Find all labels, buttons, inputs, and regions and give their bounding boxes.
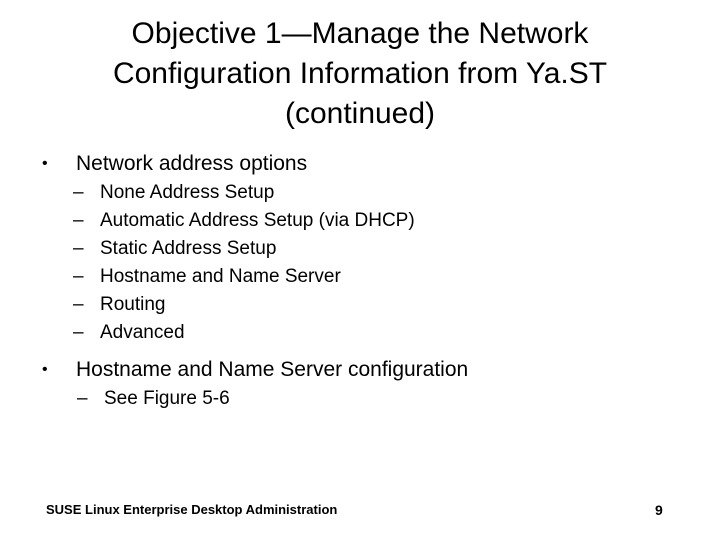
dash-icon: – — [73, 182, 84, 203]
dash-icon: – — [73, 266, 84, 287]
list-item: – Automatic Address Setup (via DHCP) — [36, 207, 684, 235]
bullet-group-1-heading: • Network address options — [36, 148, 684, 179]
bullet-group-2-heading-text: Hostname and Name Server configuration — [76, 358, 469, 381]
list-item-label: Automatic Address Setup (via DHCP) — [100, 210, 415, 231]
title-line-1: Objective 1—Manage the Network — [131, 17, 589, 50]
list-item: – Advanced — [36, 319, 684, 347]
dash-icon: – — [73, 322, 84, 343]
footer-title: SUSE Linux Enterprise Desktop Administra… — [46, 502, 338, 517]
dash-icon: – — [73, 294, 84, 315]
title-line-2: Configuration Information from Ya.ST — [112, 57, 608, 90]
bullet-icon: • — [42, 155, 48, 172]
dash-icon: – — [73, 210, 84, 231]
list-item: – See Figure 5-6 — [36, 385, 684, 413]
slide-footer: SUSE Linux Enterprise Desktop Administra… — [0, 500, 720, 524]
bullet-group-2-heading: • Hostname and Name Server configuration — [36, 354, 684, 385]
list-item: – Routing — [36, 291, 684, 319]
list-item-label: Advanced — [100, 322, 185, 343]
list-item: – Static Address Setup — [36, 235, 684, 263]
list-item-label: Routing — [100, 294, 166, 315]
group-spacer — [36, 347, 684, 354]
list-item-label: See Figure 5-6 — [104, 388, 230, 409]
slide-title: Objective 1—Manage the Network Configura… — [36, 14, 684, 134]
dash-icon: – — [77, 388, 88, 409]
list-item-label: Static Address Setup — [100, 238, 277, 259]
list-item-label: Hostname and Name Server — [100, 266, 341, 287]
dash-icon: – — [73, 238, 84, 259]
list-item-label: None Address Setup — [100, 182, 275, 203]
list-item: – None Address Setup — [36, 179, 684, 207]
slide-body: • Network address options – None Address… — [36, 148, 684, 413]
bullet-icon: • — [42, 361, 48, 378]
list-item: – Hostname and Name Server — [36, 263, 684, 291]
page-number: 9 — [655, 502, 663, 518]
bullet-group-1-heading-text: Network address options — [76, 152, 308, 175]
title-line-3: (continued) — [284, 97, 436, 130]
